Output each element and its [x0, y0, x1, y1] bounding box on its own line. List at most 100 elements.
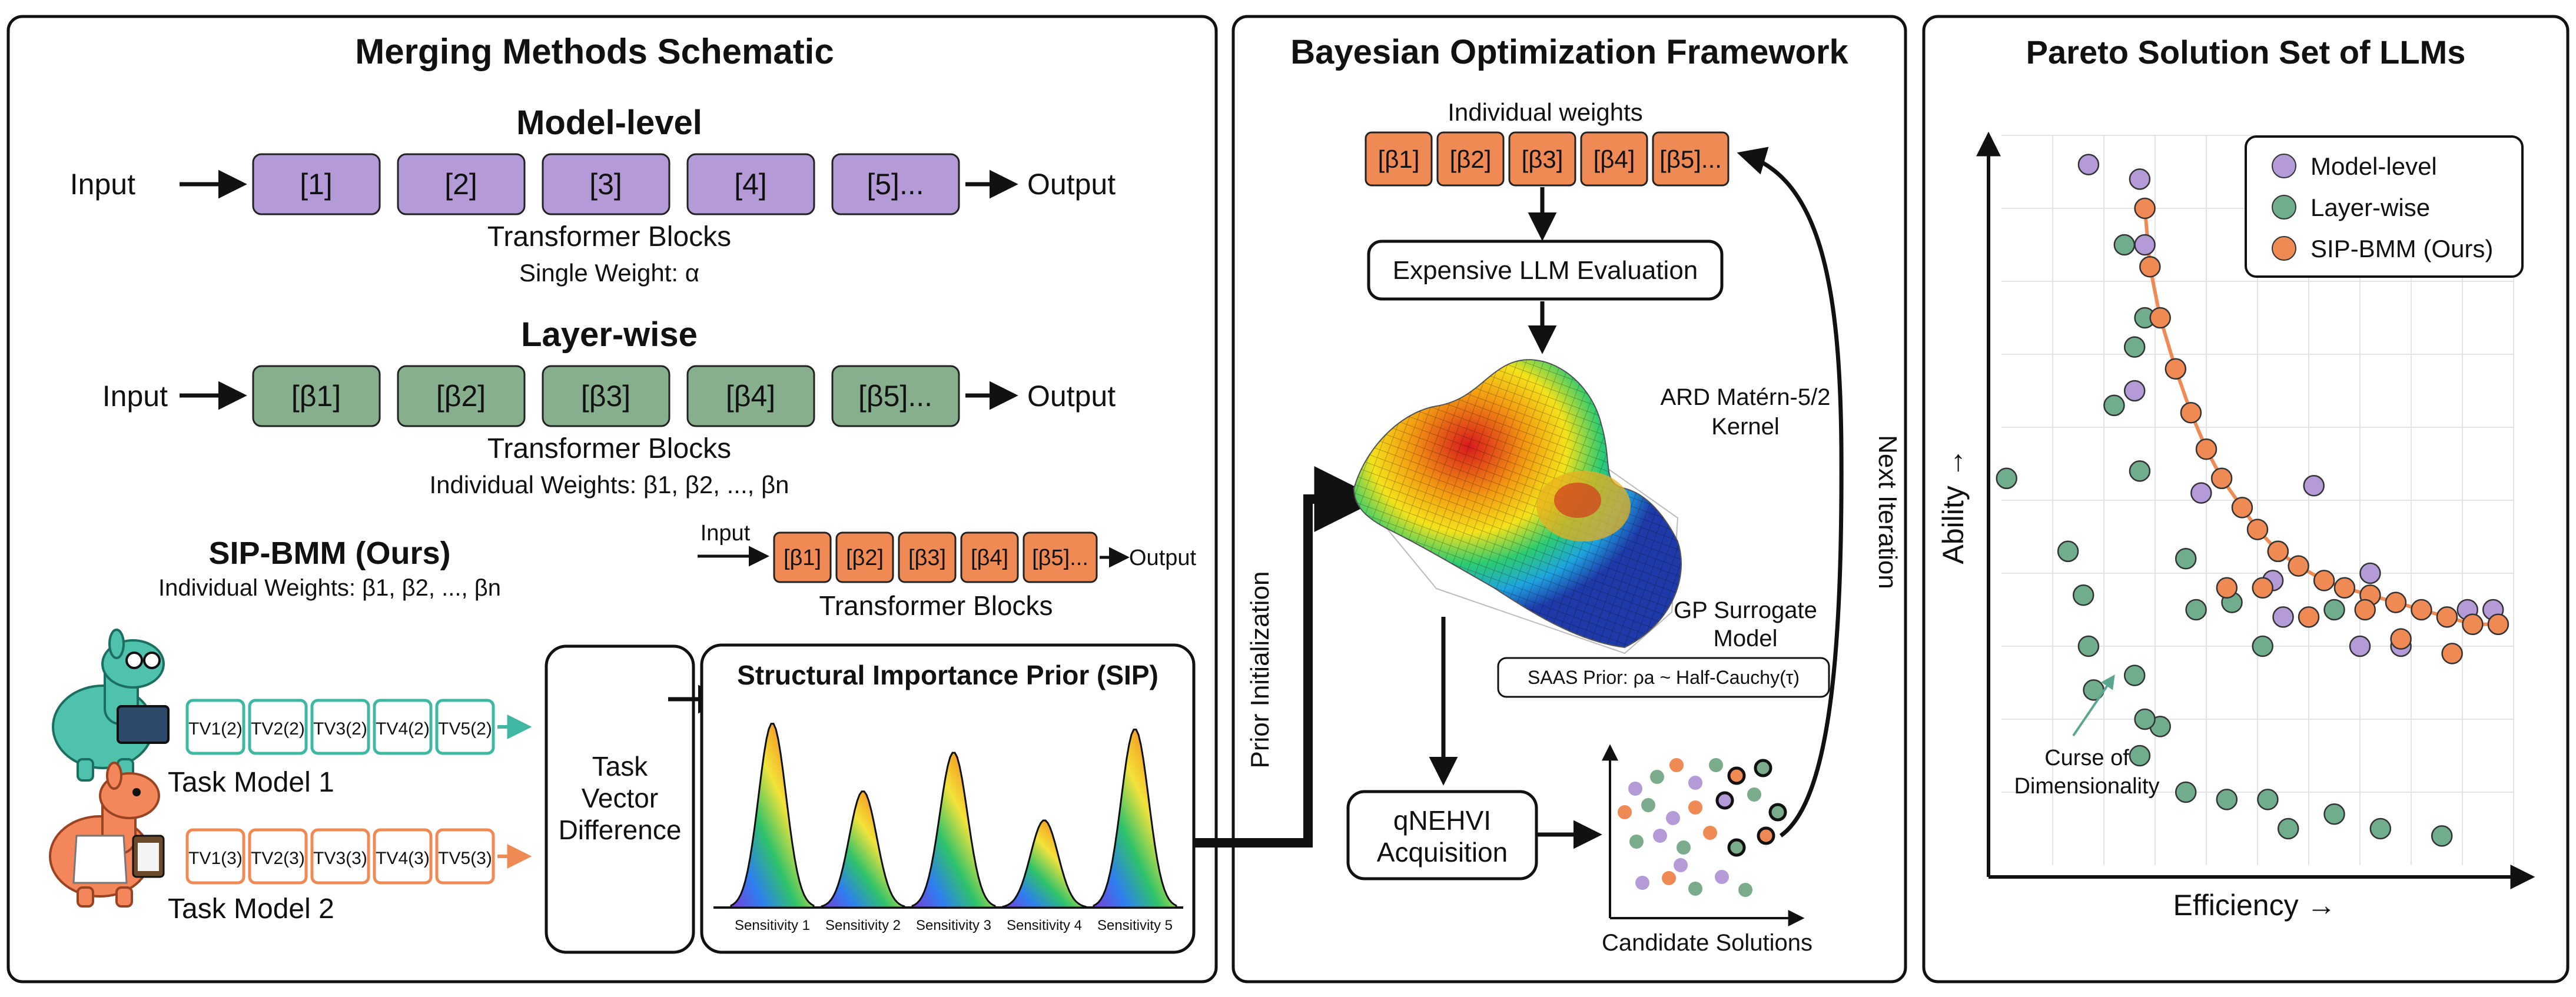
sip-peak-label: Sensitivity 4 [1007, 918, 1082, 933]
sip-bmm-point [2252, 577, 2273, 599]
task-vector-box [248, 699, 308, 755]
candidates-label: Candidate Solutions [1602, 930, 1813, 956]
sip-block-1 [773, 531, 832, 583]
sip-peak [911, 752, 996, 909]
legend-marker [2272, 236, 2296, 261]
model-level-blocks: [1] [2] [3] [4] [5]... [252, 153, 960, 215]
sip-block-label: [β1] [784, 546, 821, 570]
sip-block-label: [β4] [971, 546, 1008, 570]
model-block-label: [2] [444, 168, 477, 201]
task-vector-label: TV4(3) [376, 849, 430, 868]
annotation-arrow [2072, 674, 2115, 737]
bo-weight-label: [β1] [1378, 145, 1420, 173]
sip-peak [1093, 729, 1177, 909]
legend-item-sip-bmm: SIP-BMM (Ours) [2272, 235, 2493, 262]
panel-bo-frame [1231, 15, 1907, 983]
task-vector-label: TV5(2) [438, 719, 492, 739]
sip-bmm-point [2354, 599, 2376, 621]
model-block-label: [1] [300, 168, 333, 201]
legend-marker [2272, 154, 2296, 178]
pareto-points [1996, 154, 2509, 847]
sip-peak [1002, 819, 1087, 909]
sip-bmm-heading: SIP-BMM (Ours) [209, 536, 451, 571]
layer-wise-point [2129, 745, 2151, 767]
pareto-legend-box [2245, 135, 2524, 278]
sip-bmm-input: Input [701, 521, 751, 546]
sip-bmm-point [2180, 401, 2202, 424]
layer-wise-point [2129, 460, 2151, 482]
layer-wise-point [2216, 789, 2238, 810]
sip-bmm-point [2390, 628, 2412, 650]
acquisition-label: qNEHVI [1393, 805, 1491, 836]
bo-weight-block [1652, 131, 1729, 187]
sip-block-label: [β2] [846, 546, 884, 570]
layer-wise-point [2431, 825, 2453, 847]
layer-block-label: [β2] [436, 380, 486, 413]
layer-wise-point [2175, 547, 2197, 570]
layer-wise-point [2277, 817, 2299, 840]
legend-marker [2272, 195, 2296, 220]
layer-wise-point [2057, 540, 2079, 563]
bo-weight-label: [β4] [1594, 145, 1635, 173]
bo-weight-block [1365, 131, 1433, 187]
model-block-label: [3] [589, 168, 622, 201]
model-block-4 [686, 153, 815, 215]
sip-peak-label: Sensitivity 5 [1097, 918, 1173, 933]
layer-block-2 [397, 365, 526, 427]
task-vector-label: TV2(2) [251, 719, 305, 739]
annotation-label: Curse of [2044, 746, 2129, 770]
model-level-point [2190, 482, 2212, 504]
task-vector-box [435, 828, 495, 885]
task-vector-label: TV4(2) [376, 719, 430, 739]
layer-wise-caption: Transformer Blocks [487, 433, 731, 464]
model-level-point [2077, 154, 2100, 175]
task-vector-difference-box [545, 644, 695, 954]
task-vector-label: TV3(2) [313, 719, 367, 739]
layer-wise-point [1996, 467, 2017, 490]
layer-wise-point [2257, 789, 2279, 810]
sip-bmm-point [2149, 307, 2171, 329]
layer-wise-input: Input [102, 380, 168, 413]
layer-block-3 [542, 365, 670, 427]
next-iteration-arrow [1737, 147, 1844, 838]
task-vector-box [185, 828, 245, 885]
task-vector-box [310, 828, 370, 885]
task-vector-label: TV1(2) [188, 719, 243, 739]
model-block-label: [5]... [867, 168, 924, 201]
prior-initialization-arrow [1194, 466, 1380, 848]
layer-wise-heading: Layer-wise [521, 315, 698, 354]
layer-block-label: [β4] [726, 380, 775, 413]
legend-label: SIP-BMM (Ours) [2311, 235, 2493, 262]
sip-block-4 [960, 531, 1019, 583]
saas-prior-label: SAAS Prior: ρa ~ Half-Cauchy(τ) [1528, 667, 1800, 688]
sip-block-5 [1023, 531, 1098, 583]
pareto-y-label: Ability → [1937, 448, 1970, 564]
surrogate-label: GP Surrogate [1674, 597, 1817, 623]
model-level-subcaption: Single Weight: α [519, 259, 699, 287]
layer-block-label: [β1] [291, 380, 341, 413]
sip-bmm-point [2195, 438, 2218, 460]
sip-bmm-point [2165, 358, 2187, 380]
legend-item-layer-wise: Layer-wise [2272, 194, 2430, 221]
kernel-label: Kernel [1711, 414, 1780, 440]
legend-label: Model-level [2311, 152, 2437, 180]
model-block-5 [831, 153, 960, 215]
panel-merging-frame [6, 15, 1218, 983]
pareto-x-label: Efficiency → [2173, 889, 2336, 922]
model-block-1 [252, 153, 381, 215]
sip-bmm-point [2210, 467, 2233, 490]
layer-wise-point [2323, 803, 2345, 825]
task-vector-box [373, 828, 433, 885]
sip-bmm-point [2134, 197, 2156, 220]
model-level-point [2349, 635, 2371, 657]
sip-peak [821, 790, 905, 909]
merging-title: Merging Methods Schematic [355, 32, 834, 71]
sip-bmm-point [2298, 606, 2320, 628]
model-level-point [2359, 562, 2381, 584]
layer-block-label: [β5]... [858, 380, 932, 413]
task-vector-box [185, 699, 245, 755]
task-vector-label: TV5(3) [438, 849, 492, 868]
task-model-1-label: Task Model 1 [168, 767, 334, 798]
task-vector-label: TV1(3) [188, 849, 243, 868]
layer-wise-point [2175, 781, 2197, 803]
